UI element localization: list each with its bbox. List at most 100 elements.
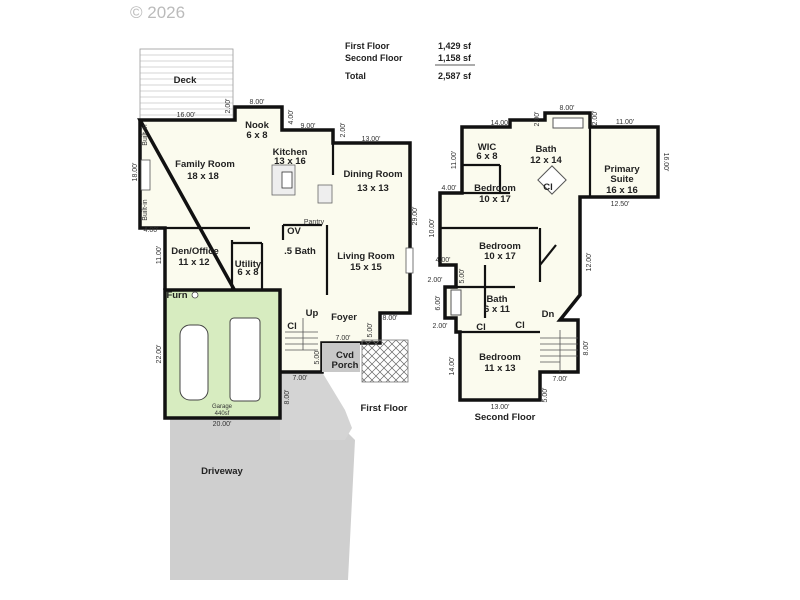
dimension-label: 11.00' (156, 246, 163, 264)
room-size: 6 x 8 (246, 130, 267, 141)
dimension-label: 4.00' (288, 110, 295, 125)
room-label-porch: Cvd (336, 350, 354, 361)
room-size: 15 x 15 (350, 262, 382, 273)
summary-value: 2,587 sf (438, 71, 472, 81)
floor-title: Second Floor (475, 412, 536, 423)
stairs-up-label: Up (306, 308, 319, 319)
room-label-bedroom: Bedroom (474, 183, 516, 194)
area-summary: First Floor 1,429 sf Second Floor 1,158 … (345, 41, 475, 81)
room-size: 11 x 13 (484, 363, 515, 374)
room-size: 6 x 8 (237, 267, 258, 278)
dimension-label: 8.00' (250, 99, 265, 106)
shower-icon (537, 165, 567, 195)
summary-value: 1,158 sf (438, 53, 472, 63)
room-label-primary-suite: Suite (610, 174, 633, 185)
dimension-label: 5.00' (542, 388, 549, 403)
covered-porch (322, 343, 360, 372)
dimension-label: 9.00' (301, 123, 316, 130)
closet-label: Cl (287, 321, 297, 332)
dimension-label: 29.00' (412, 207, 419, 226)
builtin-label: Built-in (142, 199, 149, 221)
dimension-label: 5.00' (367, 323, 374, 338)
dimension-label: 2.00' (534, 112, 541, 127)
room-label-nook: Nook (245, 120, 269, 131)
truck-icon (229, 317, 261, 402)
stairs (285, 318, 318, 351)
dimension-label: 8.00' (583, 341, 590, 356)
room-label-porch: Porch (332, 360, 359, 371)
room-label-den: Den/Office (171, 246, 219, 257)
dimension-label: 18.00' (132, 163, 139, 182)
second-floor: WIC 6 x 8 Bath 12 x 14 Primary Suite 16 … (428, 105, 669, 423)
room-label-wic: WIC (478, 142, 497, 153)
dimension-label: 12.50' (611, 201, 630, 208)
first-floor-interior (140, 107, 410, 372)
summary-label: Second Floor (345, 53, 403, 63)
room-label-primary-suite: Primary (604, 164, 640, 175)
room-label-living-room: Living Room (337, 251, 395, 262)
room-label-primary-bath: Bath (535, 144, 556, 155)
dimension-label: 4.00' (436, 257, 451, 264)
summary-label: Total (345, 71, 366, 81)
dimension-label: 2.00' (225, 99, 232, 114)
room-size: 12 x 14 (530, 155, 562, 166)
dimension-label: 13.00' (362, 136, 381, 143)
dimension-label: 4.00' (442, 185, 457, 192)
bathtub-icon (450, 289, 462, 316)
dimension-label: 13.00' (491, 404, 510, 411)
summary-label: First Floor (345, 41, 390, 51)
room-size: 16 x 16 (606, 185, 638, 196)
dimension-label: 14.00' (449, 357, 456, 376)
room-size: 13 x 16 (274, 156, 306, 167)
room-label-foyer: Foyer (331, 312, 357, 323)
fireplace-icon (140, 159, 151, 191)
fireplace-icon (405, 247, 414, 274)
room-size: 18 x 18 (187, 171, 219, 182)
room-label-half-bath: .5 Bath (284, 246, 316, 257)
room-label-dining-room: Dining Room (343, 169, 402, 180)
dimension-label: 16.00' (177, 112, 196, 119)
room-size: 6 x 11 (484, 304, 511, 315)
dimension-label: 12.00' (586, 253, 593, 272)
furnace-icon (191, 291, 199, 299)
dimension-label: 2.00' (340, 123, 347, 138)
dimension-label: 20.00' (213, 421, 232, 428)
dimension-label: 7.00' (336, 335, 351, 342)
room-label-utility: Utility (235, 259, 262, 270)
pantry-label: Pantry (304, 219, 325, 226)
dimension-label: 11.00' (451, 151, 458, 169)
second-floor-interior (440, 113, 658, 400)
dimension-label: 2.00' (592, 111, 599, 126)
dimension-label: 6.00' (435, 296, 442, 311)
summary-value: 1,429 sf (438, 41, 472, 51)
dimension-label: 16.00' (662, 153, 669, 172)
walkway (280, 372, 352, 440)
room-label-driveway: Driveway (201, 466, 243, 477)
dimension-label: 10.00' (429, 219, 436, 238)
room-label-kitchen: Kitchen (273, 147, 308, 158)
cooktop-icon (281, 171, 293, 189)
dimension-label: 2.00' (428, 277, 443, 284)
dimension-label: 14.00' (491, 120, 510, 127)
room-label-garage: Garage (212, 404, 233, 410)
driveway (170, 418, 355, 580)
room-size: 13 x 13 (357, 183, 389, 194)
stairs-down-label: Dn (542, 309, 555, 320)
room-size: 11 x 12 (178, 257, 209, 268)
dimension-label: 5.00' (459, 269, 466, 284)
room-label-bedroom: Bedroom (479, 352, 521, 363)
builtin-label: Built-in (142, 124, 149, 146)
closet-label: Cl (515, 320, 525, 331)
room-label-bedroom: Bedroom (479, 241, 521, 252)
bathtub-icon (552, 117, 584, 129)
room-label-bath: Bath (486, 294, 507, 305)
oven-label: OV (287, 226, 301, 237)
room-size: 10 x 17 (479, 194, 511, 205)
patio (361, 339, 409, 383)
first-floor: Deck Nook 6 x 8 Kitchen 13 x 16 Family R… (132, 48, 419, 580)
stairs (540, 330, 578, 372)
dimension-label: 7.00' (293, 375, 308, 382)
dimension-label: 4.00' (144, 227, 159, 234)
dimension-label: 8.00' (383, 315, 398, 322)
